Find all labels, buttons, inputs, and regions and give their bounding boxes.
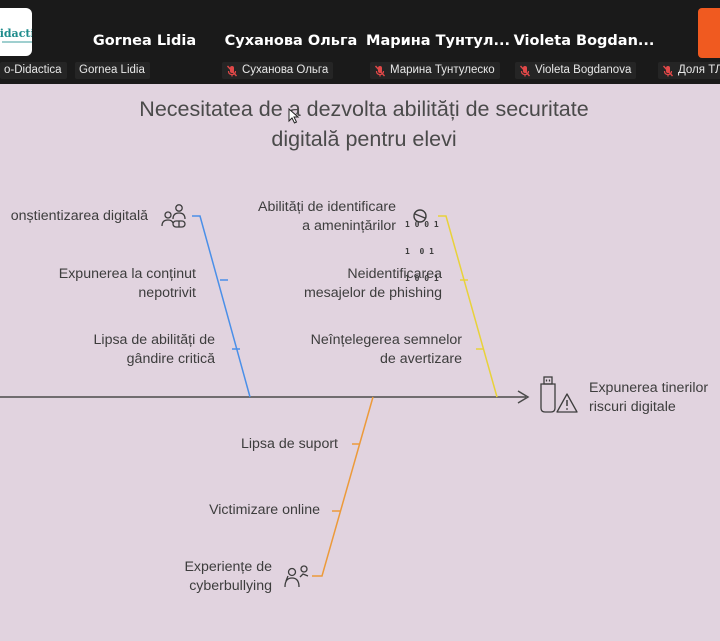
usb-warning-icon bbox=[540, 376, 578, 413]
organization-logo[interactable]: didactica bbox=[0, 8, 32, 56]
branch-blue bbox=[192, 215, 251, 398]
slide-title: Necesitatea de a dezvolta abilități de s… bbox=[60, 94, 668, 154]
slide-title-line-2: digitală pentru elevi bbox=[271, 127, 457, 151]
logo-underline bbox=[2, 41, 32, 43]
branch-orange bbox=[312, 396, 374, 577]
participant-tile-3[interactable]: Марина Тунтул... Марина Тунтулеско bbox=[360, 6, 516, 80]
participant-strip: didactica o-Didactica Gornea Lidia Gorne… bbox=[0, 0, 720, 82]
participant-label: o-Didactica bbox=[0, 62, 67, 79]
fishbone-diagram bbox=[0, 215, 530, 577]
cause-critical-thinking: Lipsa de abilități de gândire critică bbox=[93, 332, 215, 367]
participant-tile-2[interactable]: Суханова Ольга Суханова Ольга bbox=[210, 6, 372, 80]
shared-slide: Necesitatea de a dezvolta abilități de s… bbox=[0, 84, 720, 641]
cause-phishing: Neidentificarea mesajelor de phishing bbox=[303, 266, 442, 301]
cyberbully-icon bbox=[284, 565, 309, 588]
spine-arrowhead bbox=[517, 390, 530, 404]
mouse-cursor-icon bbox=[288, 108, 300, 124]
logo-text: didactica bbox=[0, 27, 32, 40]
cause-warning-signs: Neînțelegerea semnelor de avertizare bbox=[310, 332, 462, 367]
participant-tile-1[interactable]: Gornea Lidia Gornea Lidia bbox=[62, 6, 227, 80]
participant-tile-5[interactable]: Доля ТЛ bbox=[655, 6, 720, 80]
bug-icon bbox=[413, 209, 427, 223]
participant-tile-organization[interactable]: o-Didactica bbox=[0, 6, 67, 80]
participant-avatar-orange[interactable] bbox=[698, 8, 720, 58]
cause-lack-of-support: Lipsa de suport bbox=[240, 436, 338, 452]
cause-online-victimization: Victimizare online bbox=[209, 502, 320, 518]
participant-display-name: Violeta Bogdan... bbox=[513, 33, 655, 49]
people-pills-icon bbox=[161, 204, 186, 228]
cause-threat-identification: Abilități de identificare a amenințărilo… bbox=[257, 199, 396, 234]
participant-label: Violeta Bogdanova bbox=[515, 62, 637, 79]
cause-inappropriate-content: Expunerea la conținut nepotrivit bbox=[58, 266, 196, 301]
participant-label: Суханова Ольга bbox=[222, 62, 334, 79]
branch-yellow bbox=[438, 215, 498, 398]
participant-label: Gornea Lidia bbox=[75, 62, 150, 79]
mic-off-icon bbox=[662, 65, 674, 76]
cause-cyberbullying: Experiențe de cyberbullying bbox=[184, 559, 272, 594]
participant-display-name: Суханова Ольга bbox=[224, 33, 358, 49]
participant-display-name: Марина Тунтул... bbox=[366, 33, 510, 49]
cause-digital-awareness: onștientizarea digitală bbox=[10, 208, 148, 224]
effect-text: Expunerea tinerilor riscuri digitale bbox=[589, 380, 709, 415]
participant-label: Доля ТЛ bbox=[658, 62, 720, 79]
participant-tile-4[interactable]: Violeta Bogdan... Violeta Bogdanova bbox=[506, 6, 662, 80]
mic-off-icon bbox=[226, 65, 238, 76]
binary-bug-icon: 1 0 0 1 1 0 1 1 0 0 1 bbox=[405, 202, 439, 283]
slide-title-line-1: Necesitatea de a dezvolta abilități de s… bbox=[139, 97, 589, 121]
participant-display-name: Gornea Lidia bbox=[92, 33, 197, 49]
mic-off-icon bbox=[374, 65, 386, 76]
mic-off-icon bbox=[519, 65, 531, 76]
participant-label: Марина Тунтулеско bbox=[370, 62, 500, 79]
